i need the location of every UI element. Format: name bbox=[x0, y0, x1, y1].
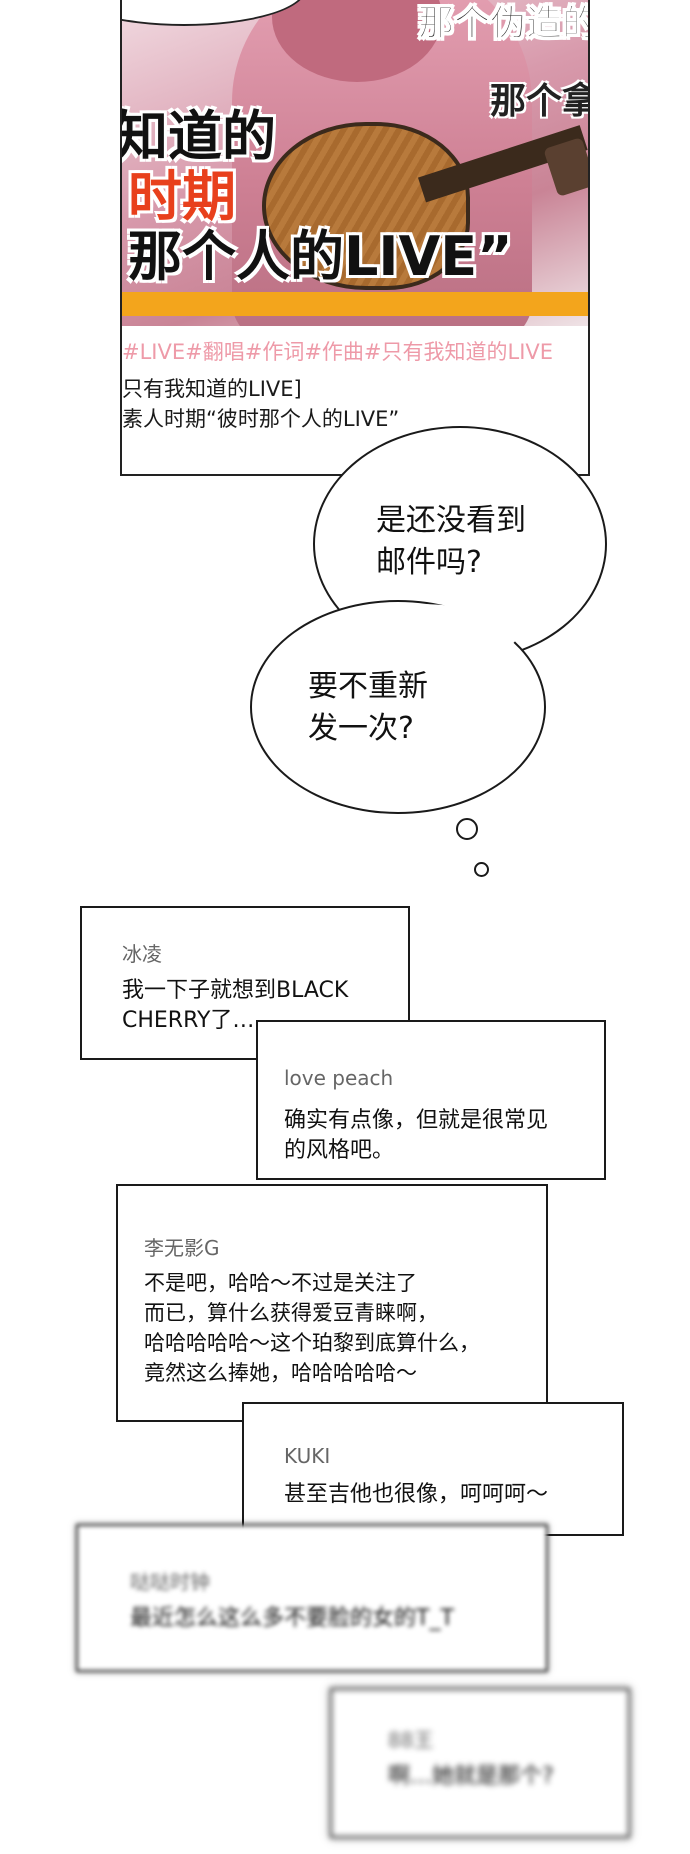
thumbnail-title-line-1: 知道的 bbox=[122, 105, 276, 168]
thought-dot-large bbox=[456, 818, 478, 840]
comment-text: 不是吧，哈哈～不过是关注了 而已，算什么获得爱豆青睐啊， 哈哈哈哈哈～这个珀黎到… bbox=[144, 1271, 480, 1385]
thumbnail-corner-text-1: 那个伪造的 bbox=[417, 3, 588, 44]
comment-username[interactable]: KUKI bbox=[284, 1444, 331, 1468]
video-card[interactable]: 那个伪造的 那个拿 知道的 时期 那个人的LIVE” #LIVE#翻唱#作词#作… bbox=[120, 0, 590, 476]
comment-username[interactable]: love peach bbox=[284, 1066, 394, 1090]
comment-username[interactable]: 冰凌 bbox=[122, 942, 162, 966]
comment-card-6: 88王 啊…她就是那个? bbox=[330, 1688, 630, 1838]
thumbnail-title-line-2: 时期 bbox=[128, 165, 236, 228]
speech-bubble-2-text: 要不重新 发一次? bbox=[308, 669, 428, 746]
comment-card-3: 李无影G 不是吧，哈哈～不过是关注了 而已，算什么获得爱豆青睐啊， 哈哈哈哈哈～… bbox=[116, 1184, 548, 1422]
thumbnail-guitar-body bbox=[262, 122, 470, 290]
comment-username[interactable]: 哒哒时钟 bbox=[130, 1570, 210, 1594]
video-tags[interactable]: #LIVE#翻唱#作词#作曲#只有我知道的LIVE bbox=[122, 340, 554, 364]
comment-username[interactable]: 李无影G bbox=[144, 1236, 220, 1260]
comment-text: 确实有点像，但就是很常见 的风格吧。 bbox=[284, 1108, 549, 1163]
thumbnail-title-line-3: 那个人的LIVE” bbox=[128, 225, 513, 288]
comment-text: 我一下子就想到BLACK CHERRY了… bbox=[122, 978, 349, 1033]
comment-card-4: KUKI 甚至吉他也很像，呵呵呵～ bbox=[242, 1402, 624, 1536]
thought-dot-small bbox=[474, 862, 489, 877]
comment-text: 甚至吉他也很像，呵呵呵～ bbox=[284, 1482, 549, 1507]
comment-card-1: 冰凌 我一下子就想到BLACK CHERRY了… bbox=[80, 906, 410, 1060]
speech-bubble-1-text: 是还没看到 邮件吗? bbox=[376, 503, 526, 580]
comment-card-2: love peach 确实有点像，但就是很常见 的风格吧。 bbox=[256, 1020, 606, 1180]
comment-text: 啊…她就是那个? bbox=[388, 1764, 554, 1789]
thumbnail-guitar-head bbox=[543, 137, 588, 197]
bubble-join-mask bbox=[318, 604, 518, 664]
comment-card-5: 哒哒时钟 最近怎么这么多不要脸的女的T_T bbox=[76, 1524, 548, 1672]
comment-text: 最近怎么这么多不要脸的女的T_T bbox=[130, 1606, 454, 1631]
video-description: 只有我知道的LIVE] 素人时期“彼时那个人的LIVE” bbox=[122, 374, 588, 434]
video-description-line: 只有我知道的LIVE] bbox=[122, 377, 302, 401]
thumbnail-corner-text-2: 那个拿 bbox=[489, 81, 588, 122]
video-description-line: 素人时期“彼时那个人的LIVE” bbox=[122, 407, 400, 431]
video-progress-bar bbox=[122, 292, 588, 316]
comment-username[interactable]: 88王 bbox=[388, 1728, 434, 1752]
video-thumbnail[interactable]: 那个伪造的 那个拿 知道的 时期 那个人的LIVE” bbox=[122, 0, 588, 326]
